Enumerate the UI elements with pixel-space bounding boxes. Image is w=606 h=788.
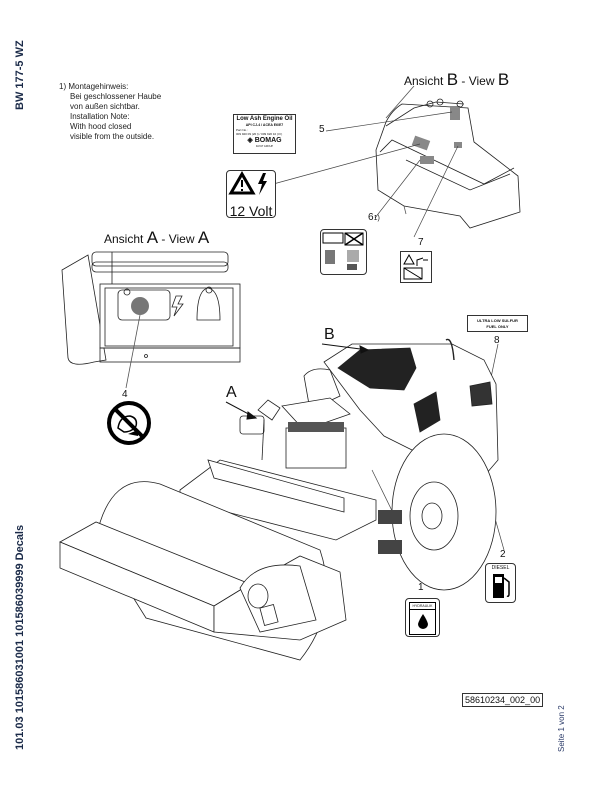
- decal-battery-warning: [400, 251, 432, 283]
- decal-position-7: [454, 142, 462, 148]
- note-marker: 1): [59, 82, 67, 91]
- fuel-pump-icon: [492, 574, 510, 598]
- bomag-logo-icon: ◈: [247, 137, 253, 144]
- view-a-detail: [61, 251, 241, 389]
- warning-lightning-icons: [228, 171, 267, 195]
- decal-ultra-low-sulfur: ULTRA LOW SULFUR FUEL ONLY: [467, 315, 528, 332]
- battery-icon: [322, 232, 344, 244]
- engine-oil-part-label: Part No.:: [236, 128, 248, 132]
- view-a-letter: A: [146, 228, 159, 247]
- note-line: Installation Note:: [70, 112, 130, 121]
- view-arrows: [225, 343, 370, 420]
- decal-hydraulic: HYDRAULIK: [405, 598, 440, 637]
- engine-oil-title: Low Ash Engine Oil: [236, 116, 293, 122]
- view-b-letter: B: [446, 70, 459, 89]
- note-line: visible from the outside.: [70, 132, 155, 141]
- engine-oil-spec: API CJ-4 / ACEA E6/E7: [245, 123, 284, 127]
- fuel-line1: ULTRA LOW SULFUR: [477, 318, 518, 323]
- decal-12-volt: 12 Volt: [226, 170, 276, 219]
- view-b-letter2: B: [497, 70, 510, 89]
- view-arrow-a-label: A: [226, 384, 237, 401]
- engine-oil-part-numbers: 009 920 09 (20 l) / 009 920 10 (3 l): [236, 132, 283, 136]
- view-b-title: Ansicht B - View B: [404, 70, 509, 90]
- view-a-prefix: Ansicht: [104, 232, 147, 246]
- no-pressure-washer-icon: [107, 401, 151, 445]
- decal-diesel: DIESEL: [485, 563, 516, 603]
- note-line: With hood closed: [70, 122, 132, 131]
- engine-oil-brand-sub: FAYAT GROUP: [255, 145, 274, 148]
- callout-8: 8: [494, 335, 500, 346]
- diesel-label: DIESEL: [491, 565, 510, 571]
- decal-position-5: [450, 106, 460, 120]
- oil-drop-icon: [417, 614, 428, 629]
- view-a-middle: - View: [158, 232, 198, 246]
- view-b-middle: - View: [458, 74, 498, 88]
- battery-warning-icons: [403, 253, 428, 280]
- view-a-letter2: A: [197, 228, 210, 247]
- lightning-bolt-icon: [258, 173, 267, 195]
- warning-triangle-icon: [228, 171, 256, 195]
- view-a-title: Ansicht A - View A: [104, 228, 209, 248]
- decal-position-6: [420, 156, 434, 164]
- callout-6: 61): [368, 212, 380, 223]
- engine-oil-brand: BOMAG: [254, 137, 282, 144]
- note-line: von außen sichtbar.: [70, 102, 140, 111]
- callout-6-note-ref: 1): [373, 215, 380, 222]
- warning-triangle-icon: [403, 253, 415, 265]
- callout-1: 1: [418, 582, 424, 593]
- decal-position-4: [131, 297, 149, 315]
- voltage-text: 12 Volt: [229, 203, 273, 219]
- callout-7: 7: [418, 237, 424, 248]
- crossed-battery-icon: [344, 232, 364, 246]
- decal-battery: [320, 229, 367, 275]
- callout-4: 4: [122, 389, 128, 400]
- callout-2: 2: [500, 549, 506, 560]
- decal-engine-oil: Low Ash Engine Oil API CJ-4 / ACEA E6/E7…: [233, 114, 296, 154]
- decal-position-3: [411, 135, 431, 151]
- fuel-line2: FUEL ONLY: [486, 324, 509, 329]
- battery-icons: [322, 232, 364, 270]
- roller-body: [59, 338, 499, 661]
- battery-switch-icon: [403, 257, 428, 280]
- callout-6-number: 6: [368, 212, 374, 223]
- installation-note: 1) Montagehinweis: Bei geschlossener Hau…: [59, 82, 161, 142]
- hydraulic-label: HYDRAULIK: [410, 603, 435, 610]
- view-b-hood: [375, 85, 521, 229]
- callout-5: 5: [319, 124, 325, 135]
- view-arrow-b-label: B: [324, 326, 335, 343]
- battery-disconnect-icon: [325, 250, 359, 270]
- note-line: Montagehinweis:: [68, 82, 129, 91]
- note-line: Bei geschlossener Haube: [70, 92, 162, 101]
- view-b-prefix: Ansicht: [404, 74, 447, 88]
- decal-no-pressure-washer: [106, 400, 152, 446]
- drawing-number: 58610234_002_00: [462, 693, 544, 707]
